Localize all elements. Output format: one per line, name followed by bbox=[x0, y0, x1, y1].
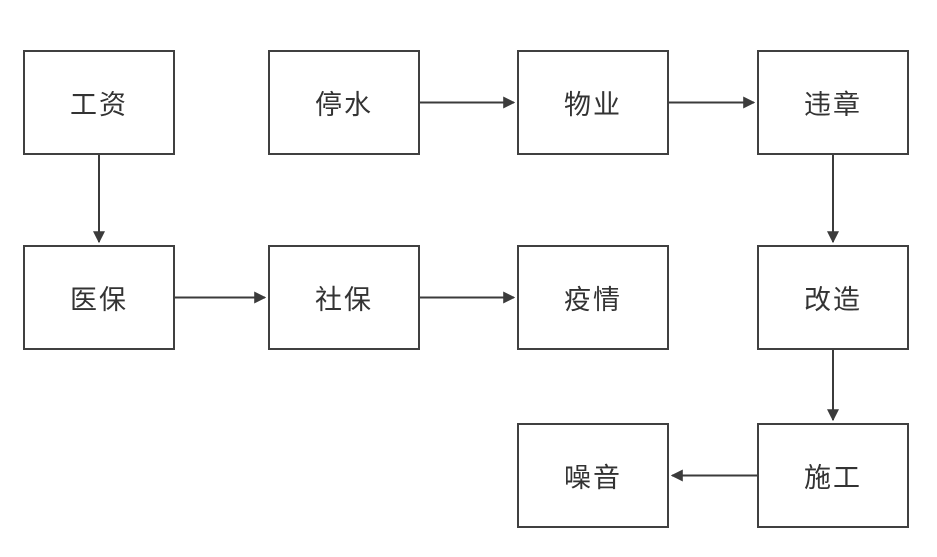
flow-node-yiqing: 疫情 bbox=[517, 245, 669, 350]
flow-node-zaoyin: 噪音 bbox=[517, 423, 669, 528]
flow-node-yibao: 医保 bbox=[23, 245, 175, 350]
flow-node-tingshui: 停水 bbox=[268, 50, 420, 155]
flow-node-shigong: 施工 bbox=[757, 423, 909, 528]
flow-node-wuye: 物业 bbox=[517, 50, 669, 155]
flow-node-weizhang: 违章 bbox=[757, 50, 909, 155]
flow-node-gongzi: 工资 bbox=[23, 50, 175, 155]
flow-node-gaizao: 改造 bbox=[757, 245, 909, 350]
flow-node-shebao: 社保 bbox=[268, 245, 420, 350]
